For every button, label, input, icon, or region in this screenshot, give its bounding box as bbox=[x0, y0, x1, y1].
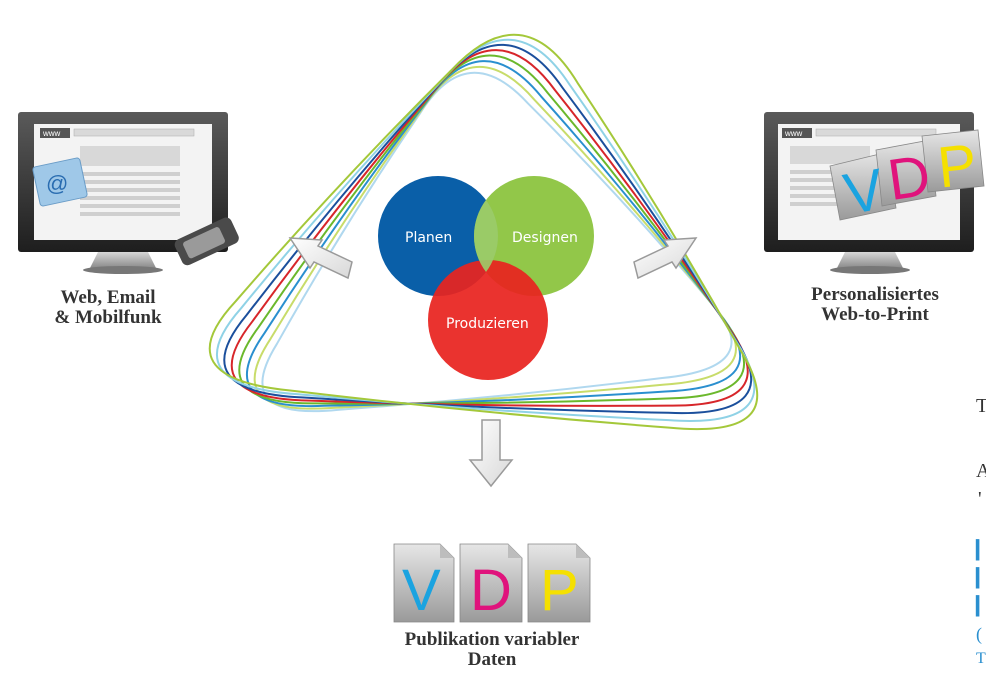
cycle-loop-line bbox=[238, 54, 745, 405]
venn-label-planen: Planen bbox=[405, 230, 452, 246]
right-vdp-letter-p: P bbox=[935, 132, 980, 201]
edge-fragment-bar-2: ▎ bbox=[976, 568, 986, 588]
bottom-vdp-letter-d: D bbox=[470, 558, 512, 623]
arrow-to-bottom bbox=[468, 419, 514, 488]
left-screen-url: www bbox=[42, 129, 61, 138]
edge-fragment-apos: ' bbox=[978, 488, 982, 510]
label-personalized-line2: Web-to-Print bbox=[821, 304, 929, 325]
label-vdp-line2: Daten bbox=[467, 649, 517, 670]
right-vdp-pages: V D P bbox=[829, 129, 985, 227]
cycle-loop-line bbox=[253, 65, 737, 410]
bottom-vdp-letter-v: V bbox=[402, 558, 441, 623]
cycle-loops bbox=[208, 33, 759, 431]
venn-diagram: Planen Designen Produzieren bbox=[378, 176, 594, 380]
label-variable-data-publishing: Publikation variabler Daten bbox=[372, 630, 612, 670]
cycle-loop-line bbox=[246, 60, 742, 408]
cycle-loop-line bbox=[223, 43, 752, 415]
edge-fragment-a: A bbox=[976, 460, 986, 482]
edge-fragment-t: T bbox=[976, 395, 986, 417]
arrow-to-left bbox=[288, 237, 353, 280]
label-web-email-mobile: Web, Email & Mobilfunk bbox=[8, 288, 208, 328]
edge-fragment-bar-3: ▎ bbox=[976, 596, 986, 616]
venn-label-produzieren: Produzieren bbox=[446, 316, 529, 332]
label-web-email-line1: Web, Email bbox=[60, 287, 156, 308]
right-vdp-letter-d: D bbox=[884, 143, 935, 213]
email-envelope-icon: @ bbox=[32, 157, 88, 207]
cycle-loop-line bbox=[215, 38, 756, 422]
edge-fragment-paren: ( bbox=[976, 624, 982, 644]
cycle-loop-line bbox=[261, 71, 733, 413]
edge-fragment-bar-1: ▎ bbox=[976, 540, 986, 560]
left-monitor: www @ bbox=[18, 112, 239, 274]
bottom-vdp-letter-p: P bbox=[540, 558, 579, 623]
right-monitor: www V D P bbox=[764, 112, 985, 274]
venn-overlap-plan-design bbox=[474, 200, 499, 272]
cycle-loop-line bbox=[230, 49, 749, 407]
label-personalized-web-to-print: Personalisiertes Web-to-Print bbox=[775, 285, 975, 325]
at-sign-icon: @ bbox=[46, 171, 68, 196]
label-vdp-line1: Publikation variabler bbox=[404, 629, 580, 650]
edge-fragment-t2: T bbox=[976, 650, 986, 667]
label-personalized-line1: Personalisiertes bbox=[811, 284, 939, 305]
right-screen-url: www bbox=[784, 129, 803, 138]
venn-label-designen: Designen bbox=[512, 230, 578, 246]
mobile-phone-icon bbox=[174, 217, 239, 266]
arrow-to-right bbox=[633, 237, 698, 280]
label-web-email-line2: & Mobilfunk bbox=[54, 307, 162, 328]
bottom-vdp-pages: V D P bbox=[393, 543, 591, 623]
venn-circle-produzieren bbox=[428, 260, 548, 380]
cycle-loop-line bbox=[208, 33, 759, 431]
